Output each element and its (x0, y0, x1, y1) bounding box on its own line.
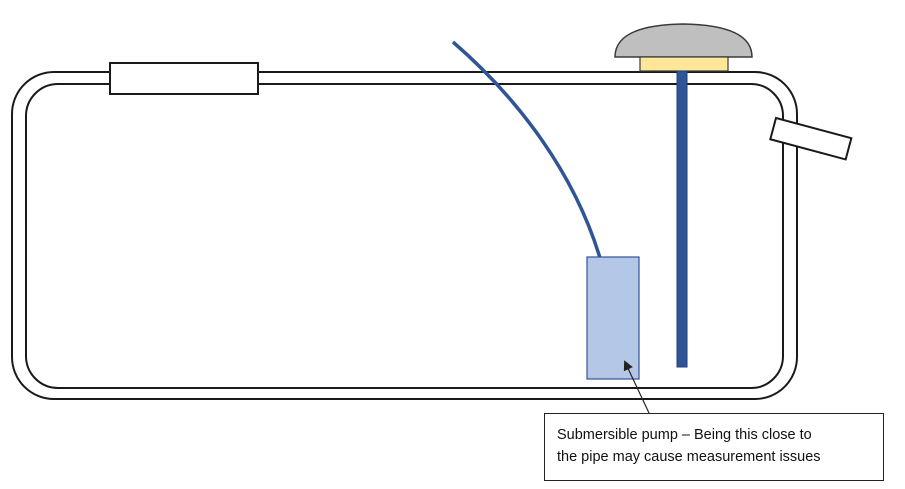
tank-inner-wall (25, 83, 784, 389)
callout-line-1: Submersible pump – Being this close to (557, 427, 812, 443)
gauge-gasket (639, 56, 729, 72)
callout-box: Submersible pump – Being this close to t… (544, 413, 884, 481)
inlet-fitting (109, 62, 259, 95)
callout-line-2: the pipe may cause measurement issues (557, 449, 821, 465)
callout-arrow (623, 360, 650, 414)
pump-cable (451, 40, 602, 259)
measurement-probe (676, 70, 688, 368)
submersible-pump (586, 256, 640, 380)
gauge-cap (614, 23, 753, 58)
vent-pipe (769, 116, 853, 161)
